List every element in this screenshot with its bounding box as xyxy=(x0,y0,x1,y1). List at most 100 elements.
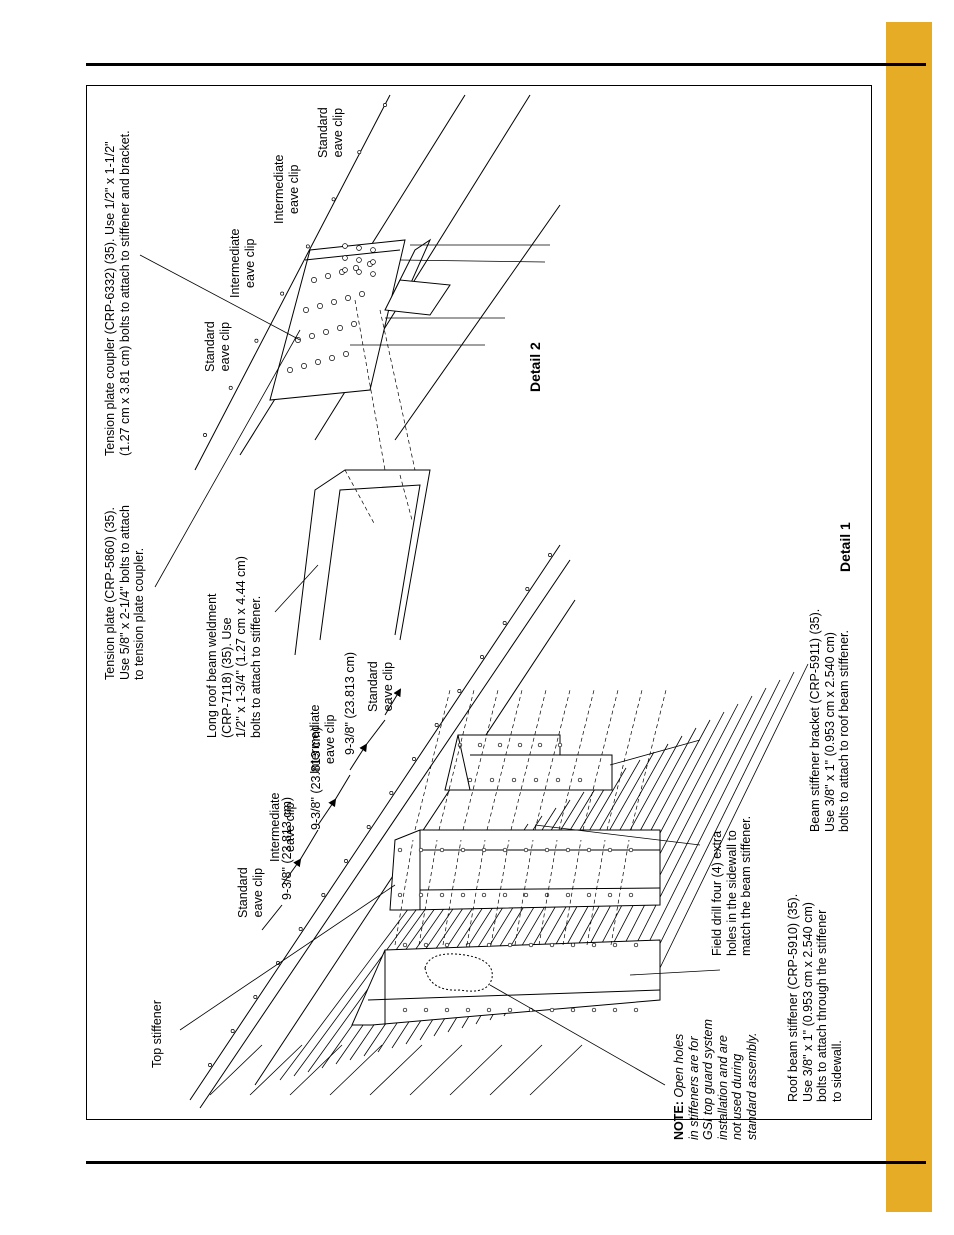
coupler-bolt xyxy=(342,243,348,249)
rail-bolt xyxy=(502,621,507,625)
tension-plate-label: Tension plate (CRP-5860) (35). Use 5/8" … xyxy=(103,505,147,680)
alignment-dash xyxy=(394,839,414,946)
rail-bolt xyxy=(412,757,416,761)
stiffener-hole xyxy=(607,892,613,898)
alignment-dash xyxy=(399,474,413,521)
clip-word: eave clip xyxy=(217,321,232,372)
clip-label-intermediate-2: Intermediate eave clip xyxy=(308,705,337,774)
fd-line-2: match the beam stiffener. xyxy=(739,815,753,956)
stiffener-hole xyxy=(528,942,534,948)
rail-bolt xyxy=(457,689,462,693)
stiffener-hole xyxy=(507,942,513,948)
coupler-bolt xyxy=(356,245,362,251)
stiffener-hole xyxy=(507,1007,513,1013)
rail-bolt xyxy=(548,553,552,557)
stiffener-hole xyxy=(565,847,571,853)
detail2-posts xyxy=(350,244,550,346)
stiffener-hole xyxy=(439,847,445,853)
stiffener-hole xyxy=(460,847,466,853)
note-line-3: installation and are xyxy=(715,1035,730,1140)
coupler-bolt xyxy=(325,273,331,279)
bracket-hole xyxy=(497,742,503,748)
stiffener-hole xyxy=(570,1007,576,1013)
rbs-line-2: bolts to attach through the stiffener xyxy=(815,909,829,1102)
stiffener-hole xyxy=(397,847,403,853)
coupler-bolt xyxy=(323,329,329,335)
rail-bolt xyxy=(228,385,233,390)
stiffener-hole xyxy=(549,1007,555,1013)
clip-label-intermediate-1: Intermediate eave clip xyxy=(268,793,297,862)
alignment-dash xyxy=(606,689,643,831)
field-drill-label: Field drill four (4) extra holes in the … xyxy=(710,816,754,956)
alignment-dash xyxy=(490,839,510,946)
note-line-1: in stiffeners are for xyxy=(686,1036,701,1140)
alignment-dash xyxy=(558,689,595,831)
coupler-bolt xyxy=(337,325,343,331)
rail-bolt xyxy=(480,655,484,659)
sheet-line xyxy=(489,1044,543,1096)
fd-line-0: Field drill four (4) extra xyxy=(710,830,724,956)
alignment-dash xyxy=(534,689,571,831)
clip-label-standard-4: Standard eave clip xyxy=(316,107,345,158)
rail-bolt xyxy=(280,291,285,296)
rail-bolt xyxy=(321,893,326,897)
clip-word: eave clip xyxy=(380,661,395,712)
stiffener-hole xyxy=(502,847,508,853)
bracket-hole xyxy=(467,777,473,783)
note-line-5: standard assembly. xyxy=(744,1032,759,1140)
bsb-line-1: Use 3/8" x 1" (0.953 cm x 2.540 cm) xyxy=(822,632,837,832)
sheet-line xyxy=(369,1044,423,1096)
sheet-line xyxy=(279,879,431,1081)
tension-plate-coupler-label: Tension plate coupler (CRP-6332) (35). U… xyxy=(103,130,132,456)
stiffener-hole xyxy=(549,942,555,948)
roof-beam-stiffener xyxy=(351,939,661,1026)
rail-bolt xyxy=(230,1029,235,1033)
spacing-label-3: 9-3/8" (23.813 cm) xyxy=(343,651,357,755)
stiffener-hole xyxy=(544,847,550,853)
rail-bolt xyxy=(434,723,439,727)
stiffener-hole xyxy=(570,942,576,948)
stiffener-hole xyxy=(607,847,613,853)
dimension-arrows xyxy=(261,688,402,931)
stiffener-hole xyxy=(444,1007,450,1013)
alignment-dash xyxy=(586,839,606,946)
bsb-line-2: bolts to attach to roof beam stiffener. xyxy=(837,630,851,832)
clip-word: Standard xyxy=(316,107,330,158)
bracket-hole xyxy=(557,742,563,748)
clip-word: eave clip xyxy=(286,164,301,214)
coupler-bolts xyxy=(287,243,639,1013)
alignment-lines xyxy=(344,299,667,946)
alignment-dash xyxy=(562,839,582,946)
stiffener-hole xyxy=(402,942,408,948)
clip-word: eave clip xyxy=(250,867,265,918)
stiffener-hole xyxy=(591,1007,597,1013)
stiffener-hole xyxy=(486,1007,492,1013)
long-roof-beam-weldment xyxy=(294,469,431,656)
sheet-line xyxy=(289,1044,343,1096)
rail-bolt xyxy=(254,338,259,343)
alignment-dash xyxy=(486,689,523,831)
top-rule xyxy=(86,63,926,66)
lrb-line-3: bolts to attach to stiffener. xyxy=(248,595,263,738)
alignment-dash xyxy=(610,839,630,946)
note-line-4: not used during xyxy=(730,1053,744,1140)
stiffener-hole xyxy=(523,847,529,853)
coupler-bolt xyxy=(331,299,337,305)
coupler-bolt xyxy=(359,291,365,297)
bracket-hole xyxy=(577,777,583,783)
stiffener-hole xyxy=(444,942,450,948)
leader-lines xyxy=(139,254,721,1086)
stiffener-hole xyxy=(481,847,487,853)
rail-bolt xyxy=(366,825,371,829)
clip-word: Intermediate xyxy=(268,792,282,862)
stiffener-hole xyxy=(628,892,634,898)
diagram-frame xyxy=(86,85,872,1120)
coupler-bolt xyxy=(356,269,362,275)
alignment-dash xyxy=(414,689,451,831)
stiffener-hole xyxy=(460,892,466,898)
bracket-hole xyxy=(533,777,539,783)
sheet-line xyxy=(249,1044,303,1096)
clip-label-intermediate-3: Intermediate eave clip xyxy=(228,229,257,298)
sheet-line xyxy=(529,1044,583,1096)
